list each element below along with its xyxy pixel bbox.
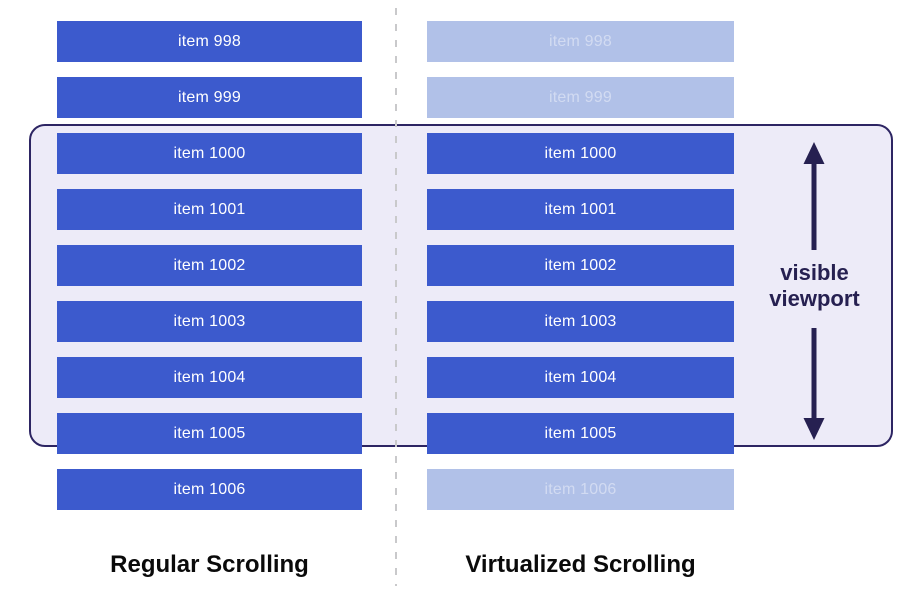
viewport-extent-arrow <box>803 142 825 440</box>
regular-scrolling-list: item 998 item 999 item 1000 item 1001 item 1… <box>57 21 362 510</box>
item-bar-rendered: item 998 <box>57 21 362 62</box>
item-bar-virtualized: item 1006 <box>427 469 734 510</box>
column-divider <box>395 8 397 586</box>
item-bar-rendered: item 1000 <box>57 133 362 174</box>
item-bar-virtualized: item 999 <box>427 77 734 118</box>
viewport-label: visible viewport <box>744 260 885 312</box>
item-bar-rendered: item 1002 <box>57 245 362 286</box>
item-bar-rendered: item 999 <box>57 77 362 118</box>
item-bar-rendered: item 1003 <box>57 301 362 342</box>
caption-virtualized-scrolling: Virtualized Scrolling <box>465 551 696 578</box>
arrow-up-icon <box>803 142 825 250</box>
item-bar-rendered: item 1006 <box>57 469 362 510</box>
item-bar-rendered: item 1000 <box>427 133 734 174</box>
item-bar-rendered: item 1004 <box>57 357 362 398</box>
item-bar-rendered: item 1003 <box>427 301 734 342</box>
arrow-down-icon <box>803 328 825 440</box>
item-bar-rendered: item 1002 <box>427 245 734 286</box>
item-bar-rendered: item 1001 <box>427 189 734 230</box>
viewport-label-line2: viewport <box>769 286 860 311</box>
virtualized-scrolling-list: item 998 item 999 item 1000 item 1001 item 1… <box>427 21 734 510</box>
item-bar-rendered: item 1005 <box>427 413 734 454</box>
item-bar-rendered: item 1001 <box>57 189 362 230</box>
viewport-label-line1: visible <box>780 260 849 285</box>
item-bar-virtualized: item 998 <box>427 21 734 62</box>
item-bar-rendered: item 1005 <box>57 413 362 454</box>
caption-regular-scrolling: Regular Scrolling <box>110 551 309 578</box>
item-bar-rendered: item 1004 <box>427 357 734 398</box>
